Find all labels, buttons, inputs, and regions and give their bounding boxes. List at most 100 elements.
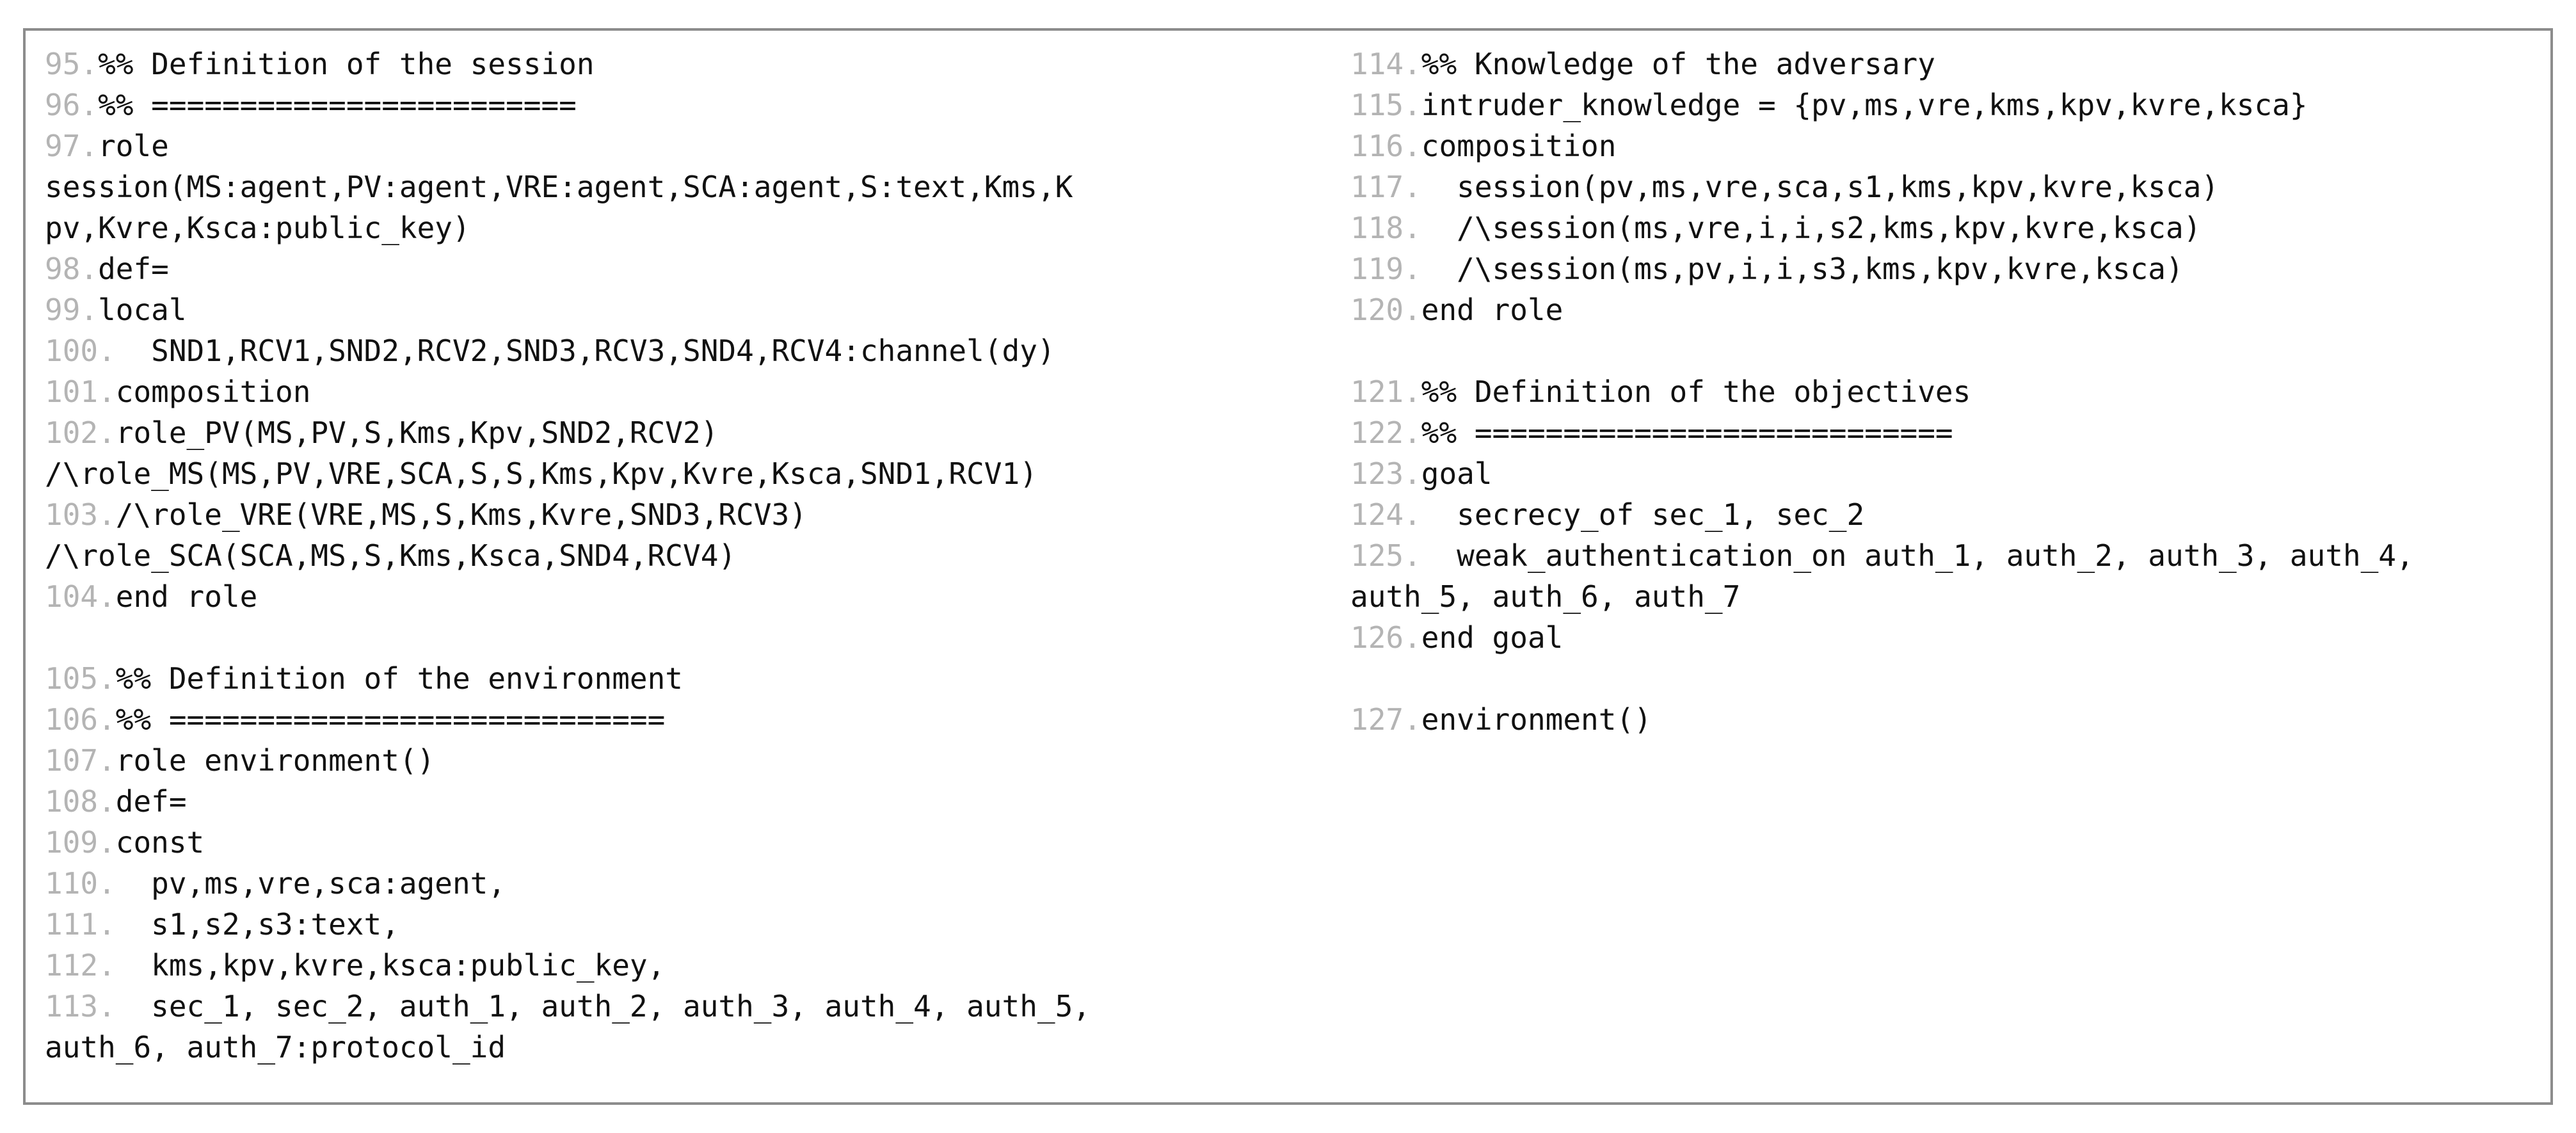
code-line: 119. /\session(ms,pv,i,i,s3,kms,kpv,kvre… [1350, 248, 2541, 289]
line-number: 97. [45, 129, 99, 163]
line-number: 108. [45, 784, 116, 819]
line-number: 95. [45, 47, 99, 81]
code-line: 127.environment() [1350, 699, 2541, 740]
code-text: end goal [1421, 620, 1564, 655]
code-line: 112. kms,kpv,kvre,ksca:public_key, [45, 945, 1325, 986]
line-number: 98. [45, 252, 99, 286]
code-line: 123.goal [1350, 453, 2541, 494]
code-text: local [98, 293, 187, 327]
code-line: 122.%% =========================== [1350, 412, 2541, 453]
code-text: end role [115, 579, 258, 614]
line-number: 96. [45, 88, 99, 122]
line-number: 109. [45, 825, 116, 860]
line-number: 120. [1350, 293, 1421, 327]
code-text: secrecy_of sec_1, sec_2 [1421, 497, 1865, 532]
code-text: /\role_MS(MS,PV,VRE,SCA,S,S,Kms,Kpv,Kvre… [45, 456, 1037, 491]
code-text: /\session(ms,vre,i,i,s2,kms,kpv,kvre,ksc… [1421, 211, 2202, 245]
code-line: /\role_SCA(SCA,MS,S,Kms,Ksca,SND4,RCV4) [45, 535, 1325, 576]
line-number: 105. [45, 661, 116, 696]
line-number: 112. [45, 948, 116, 983]
code-text: %% =========================== [1421, 415, 1953, 450]
code-line: auth_6, auth_7:protocol_id [45, 1027, 1325, 1068]
code-line: auth_5, auth_6, auth_7 [1350, 576, 2541, 617]
line-number: 101. [45, 374, 116, 409]
line-number: 119. [1350, 252, 1421, 286]
line-number: 116. [1350, 129, 1421, 163]
line-number: 125. [1350, 538, 1421, 573]
code-line: 117. session(pv,ms,vre,sca,s1,kms,kpv,kv… [1350, 166, 2541, 207]
code-line: 121.%% Definition of the objectives [1350, 371, 2541, 412]
code-line: 103./\role_VRE(VRE,MS,S,Kms,Kvre,SND3,RC… [45, 494, 1325, 535]
code-text: pv,ms,vre,sca:agent, [115, 866, 506, 901]
code-text: session(MS:agent,PV:agent,VRE:agent,SCA:… [45, 170, 1073, 204]
code-text: composition [1421, 129, 1617, 163]
line-number: 104. [45, 579, 116, 614]
code-line: 115.intruder_knowledge = {pv,ms,vre,kms,… [1350, 84, 2541, 125]
code-line: 110. pv,ms,vre,sca:agent, [45, 863, 1325, 904]
code-text: /\session(ms,pv,i,i,s3,kms,kpv,kvre,ksca… [1421, 252, 2184, 286]
line-number: 127. [1350, 702, 1421, 737]
code-line [45, 617, 1325, 658]
line-number: 126. [1350, 620, 1421, 655]
code-line: 98.def= [45, 248, 1325, 289]
code-text: s1,s2,s3:text, [115, 907, 399, 942]
line-number: 106. [45, 702, 116, 737]
code-text: sec_1, sec_2, auth_1, auth_2, auth_3, au… [115, 989, 1091, 1024]
code-text: def= [115, 784, 187, 819]
code-line: 99.local [45, 289, 1325, 330]
code-text: composition [115, 374, 311, 409]
line-number: 110. [45, 866, 116, 901]
code-line [1350, 330, 2541, 371]
line-number: 118. [1350, 211, 1421, 245]
code-line: 124. secrecy_of sec_1, sec_2 [1350, 494, 2541, 535]
line-number: 115. [1350, 88, 1421, 122]
code-text: const [115, 825, 205, 860]
line-number: 102. [45, 415, 116, 450]
code-line: 97.role [45, 125, 1325, 166]
line-number: 117. [1350, 170, 1421, 204]
code-text: %% Definition of the session [98, 47, 595, 81]
code-line: session(MS:agent,PV:agent,VRE:agent,SCA:… [45, 166, 1325, 207]
code-text: kms,kpv,kvre,ksca:public_key, [115, 948, 666, 983]
code-line: 108.def= [45, 781, 1325, 822]
code-text: role [98, 129, 169, 163]
code-text: goal [1421, 456, 1492, 491]
code-line: pv,Kvre,Ksca:public_key) [45, 207, 1325, 248]
line-number: 121. [1350, 374, 1421, 409]
code-line [1350, 658, 2541, 699]
code-line: 104.end role [45, 576, 1325, 617]
line-number: 123. [1350, 456, 1421, 491]
line-number: 113. [45, 989, 116, 1024]
line-number: 107. [45, 743, 116, 778]
code-text: %% Definition of the objectives [1421, 374, 1971, 409]
code-line: 126.end goal [1350, 617, 2541, 658]
code-line: 107.role environment() [45, 740, 1325, 781]
code-line: 100. SND1,RCV1,SND2,RCV2,SND3,RCV3,SND4,… [45, 330, 1325, 371]
code-text: auth_6, auth_7:protocol_id [45, 1030, 506, 1065]
code-text: SND1,RCV1,SND2,RCV2,SND3,RCV3,SND4,RCV4:… [115, 333, 1055, 368]
code-line: 120.end role [1350, 289, 2541, 330]
code-line: 102.role_PV(MS,PV,S,Kms,Kpv,SND2,RCV2) [45, 412, 1325, 453]
code-line: 118. /\session(ms,vre,i,i,s2,kms,kpv,kvr… [1350, 207, 2541, 248]
line-number: 100. [45, 333, 116, 368]
code-line: 113. sec_1, sec_2, auth_1, auth_2, auth_… [45, 986, 1325, 1027]
code-text: /\role_VRE(VRE,MS,S,Kms,Kvre,SND3,RCV3) [115, 497, 807, 532]
code-text: pv,Kvre,Ksca:public_key) [45, 211, 470, 245]
code-text: def= [98, 252, 169, 286]
code-text: weak_authentication_on auth_1, auth_2, a… [1421, 538, 2414, 573]
code-text: %% Knowledge of the adversary [1421, 47, 1935, 81]
code-line: 116.composition [1350, 125, 2541, 166]
code-text: session(pv,ms,vre,sca,s1,kms,kpv,kvre,ks… [1421, 170, 2220, 204]
code-line: 105.%% Definition of the environment [45, 658, 1325, 699]
code-line: 101.composition [45, 371, 1325, 412]
code-text: end role [1421, 293, 1564, 327]
code-line: 96.%% ======================== [45, 84, 1325, 125]
code-text: auth_5, auth_6, auth_7 [1350, 579, 1741, 614]
code-line: /\role_MS(MS,PV,VRE,SCA,S,S,Kms,Kpv,Kvre… [45, 453, 1325, 494]
line-number: 114. [1350, 47, 1421, 81]
line-number: 103. [45, 497, 116, 532]
line-number: 122. [1350, 415, 1421, 450]
line-number: 124. [1350, 497, 1421, 532]
